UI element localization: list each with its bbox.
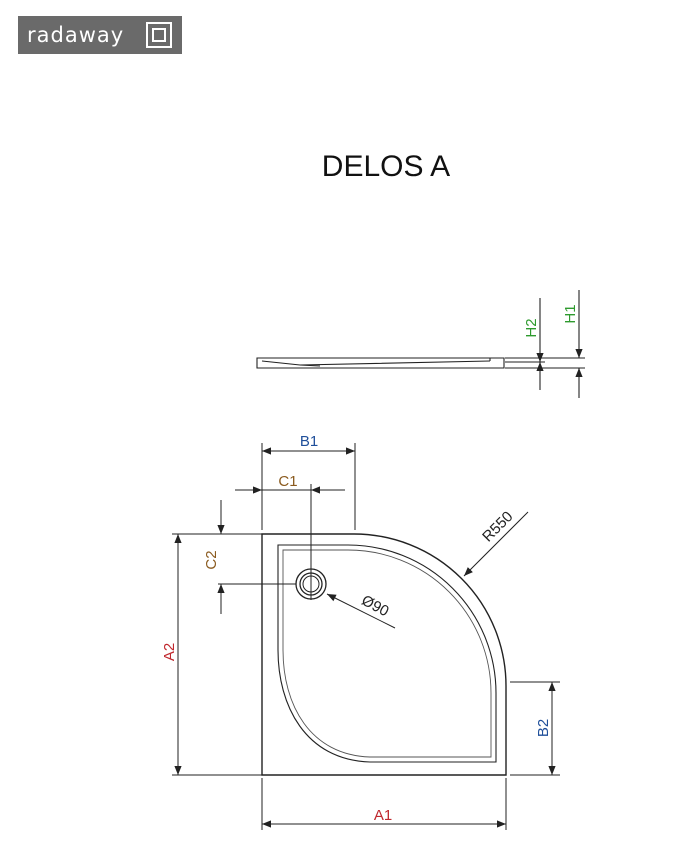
h2-label: H2: [523, 318, 540, 337]
radius-label: R550: [479, 508, 516, 545]
tray-top-view: [261, 533, 507, 776]
a2-label: A2: [161, 643, 178, 661]
square-in-square-icon: [146, 22, 172, 48]
side-view: [256, 290, 585, 398]
radaway-logo: radaway: [18, 16, 182, 54]
c1-label: C1: [278, 473, 297, 490]
a1-label: A1: [374, 807, 392, 824]
b1-label: B1: [300, 433, 318, 450]
c2-label: C2: [203, 550, 220, 569]
page-title: DELOS A: [321, 150, 451, 183]
top-view-dimensions: [172, 443, 560, 830]
h1-label: H1: [562, 304, 579, 323]
logo-text: radaway: [27, 22, 125, 47]
b2-label: B2: [535, 719, 552, 737]
